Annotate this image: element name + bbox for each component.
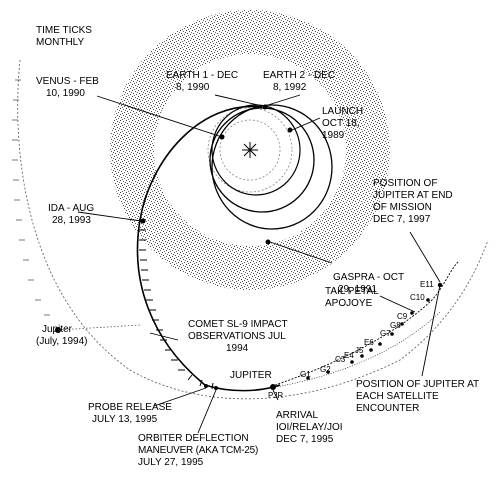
jupiter-1994-label: Jupiter [42, 324, 73, 335]
arrival-label-2: IOI/RELAY/JOI [276, 422, 343, 433]
encounter-J5: J5 [355, 346, 364, 355]
transfer-trajectory [136, 105, 281, 392]
tail-petal-sub: APOJOYE [325, 298, 373, 309]
ida-date: 28, 1993 [52, 215, 91, 226]
venus-label: VENUS - FEB [36, 76, 99, 87]
comet-label-2: OBSERVATIONS JUL [188, 331, 286, 342]
time-ticks-label-2: MONTHLY [36, 37, 84, 48]
encounter-E4: E4 [344, 351, 354, 360]
encounter-C3: C3 [335, 355, 346, 364]
earth2-label: EARTH 2 - DEC [263, 70, 335, 81]
orbiter-date: JULY 27, 1995 [138, 457, 204, 468]
jupiter-orbit-arc [17, 59, 489, 400]
position-jupiter-label: POSITION OF JUPITER AT [356, 379, 479, 390]
gaspra-label: GASPRA - OCT [333, 272, 404, 283]
pjr-label: PJR [268, 391, 283, 400]
jupiter-end-label-2: JUPITER AT END [373, 190, 453, 201]
venus-orbit [219, 119, 281, 181]
encounter-C10: C10 [410, 293, 425, 302]
encounter-G2: G2 [320, 365, 331, 374]
encounter-G8: G8 [390, 321, 401, 330]
leader-lines [77, 94, 441, 434]
earth-orbit [207, 107, 293, 193]
inner-loop-3 [211, 104, 301, 196]
jupiter-arrival-label: JUPITER [230, 370, 272, 381]
launch-label: LAUNCH [322, 106, 363, 117]
jupiter-1994-marker [55, 327, 61, 333]
time-ticks-label: TIME TICKS [36, 25, 92, 36]
jupiter-end-date: DEC 7, 1997 [373, 214, 431, 225]
orbiter-label: ORBITER DEFLECTION [138, 433, 249, 444]
earth1-label: EARTH 1 - DEC [166, 70, 238, 81]
encounter-E11: E11 [420, 280, 434, 289]
launch-year: 1989 [322, 130, 345, 141]
encounter-E6: E6 [364, 338, 374, 347]
launch-date: OCT 18, [322, 118, 360, 129]
comet-year: 1994 [226, 343, 249, 354]
jupiter-end-label-3: OF MISSION [373, 202, 432, 213]
arrival-label: ARRIVAL [276, 410, 318, 421]
inner-loop-1 [209, 107, 315, 213]
position-jupiter-label-2: EACH SATELLITE [356, 391, 439, 402]
arrival-date: DEC 7, 1995 [276, 434, 334, 445]
satellite-tour-orbits [274, 261, 459, 386]
gaspra-date: 29, 1991 [338, 284, 377, 295]
encounter-G7: G7 [380, 329, 391, 338]
inner-loop-2 [211, 104, 333, 230]
encounter-labels: G1 G2 C3 E4 J5 E6 G7 G8 C9 C10 E11 [300, 280, 434, 379]
comet-label: COMET SL-9 IMPACT [188, 319, 288, 330]
jupiter-end-label: POSITION OF [373, 178, 437, 189]
earth2-date: 8, 1992 [273, 82, 307, 93]
earth1-date: 8, 1990 [176, 82, 210, 93]
sun-icon [242, 142, 258, 158]
tail-petal-heading: TAIL PETAL [325, 286, 379, 297]
orbiter-label-2: MANEUVER (AKA TCM-25) [138, 445, 258, 456]
probe-label: PROBE RELEASE [88, 402, 172, 413]
position-jupiter-label-3: ENCOUNTER [356, 403, 419, 414]
probe-date: JULY 13, 1995 [92, 414, 158, 425]
venus-date: 10, 1990 [46, 88, 85, 99]
jupiter-orbit-ticks [12, 79, 50, 316]
jupiter-1994-date: (July, 1994) [36, 336, 88, 347]
encounter-G1: G1 [300, 370, 311, 379]
ida-label: IDA - AUG [48, 203, 94, 214]
encounter-C9: C9 [397, 312, 408, 321]
trajectory-ticks [139, 229, 214, 390]
